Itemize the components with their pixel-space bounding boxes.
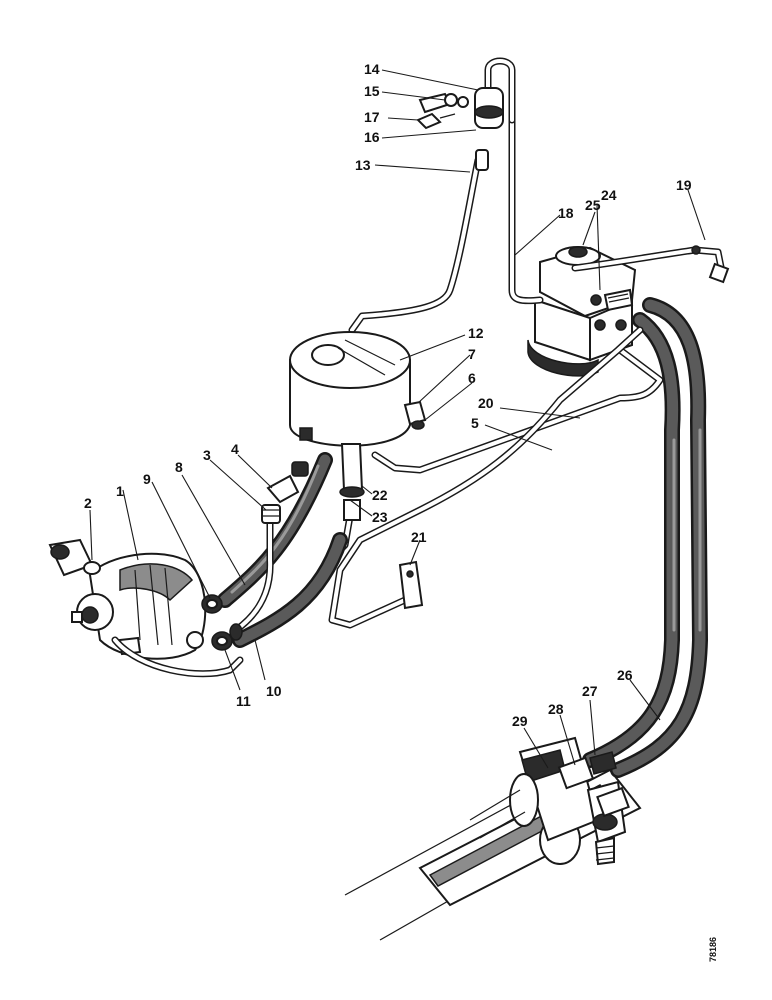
- callout-1: 1: [116, 483, 124, 499]
- callout-13: 13: [355, 157, 371, 173]
- callout-7: 7: [468, 346, 476, 362]
- callout-labels: 1 2 3 4 5 6 7 8 9 10 11 12 13 14 15 16 1…: [84, 61, 692, 729]
- callout-23: 23: [372, 509, 388, 525]
- hose-8: [217, 452, 333, 608]
- callout-21: 21: [411, 529, 427, 545]
- callout-28: 28: [548, 701, 564, 717]
- elbow-4: [266, 461, 309, 504]
- callout-17: 17: [364, 109, 380, 125]
- pipe-20: [371, 346, 664, 474]
- callout-24: 24: [601, 187, 617, 203]
- reservoir-12: [289, 331, 427, 521]
- drawing-code: 78186: [708, 937, 718, 962]
- callout-14: 14: [364, 61, 380, 77]
- return-pipe-13: [348, 156, 482, 334]
- pump-feed-pipe: [111, 636, 244, 678]
- bracket-21: [398, 560, 424, 610]
- pump-1: [48, 538, 207, 660]
- callout-4: 4: [231, 441, 239, 457]
- callout-25: 25: [585, 197, 601, 213]
- callout-22: 22: [372, 487, 388, 503]
- callout-27: 27: [582, 683, 598, 699]
- callout-15: 15: [364, 83, 380, 99]
- callout-5: 5: [471, 415, 479, 431]
- callout-26: 26: [617, 667, 633, 683]
- feed-pipe-18: [508, 112, 544, 305]
- pipe-5: [328, 326, 644, 629]
- callout-11: 11: [236, 693, 251, 709]
- callout-8: 8: [175, 459, 183, 475]
- callout-12: 12: [468, 325, 484, 341]
- callout-2: 2: [84, 495, 92, 511]
- rack-unions-27-28: [557, 751, 630, 818]
- callout-3: 3: [203, 447, 211, 463]
- callout-6: 6: [468, 370, 476, 386]
- callout-20: 20: [478, 395, 494, 411]
- leader-lines: [89, 69, 706, 769]
- pipe-19: [571, 245, 730, 284]
- pressure-hose-26: [582, 297, 708, 778]
- pipe-3: [232, 504, 281, 634]
- hose-10: [232, 532, 348, 648]
- callout-9: 9: [143, 471, 151, 487]
- callout-19: 19: [676, 177, 692, 193]
- callout-10: 10: [266, 683, 282, 699]
- clips-9-11: [201, 594, 243, 651]
- callout-16: 16: [364, 129, 380, 145]
- steering-rack: [344, 736, 642, 941]
- top-union-14: [416, 57, 516, 171]
- callout-29: 29: [512, 713, 528, 729]
- callout-18: 18: [558, 205, 574, 221]
